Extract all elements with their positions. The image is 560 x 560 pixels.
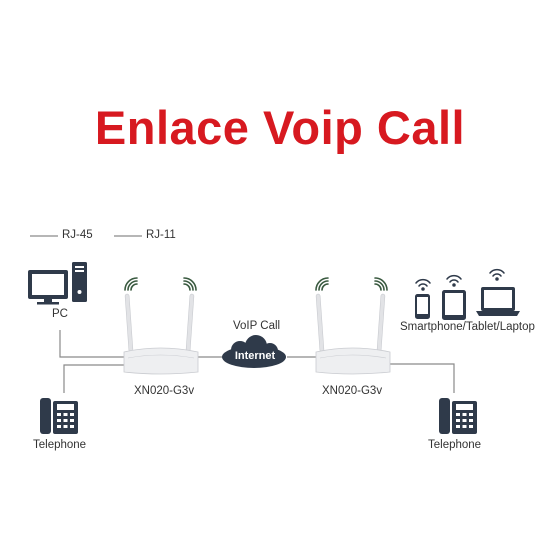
router-right-icon bbox=[315, 293, 391, 375]
smartphone-icon bbox=[415, 294, 430, 319]
laptop-icon bbox=[476, 287, 520, 316]
pc-label: PC bbox=[52, 308, 68, 320]
tablet-icon bbox=[442, 290, 466, 320]
legend-rj45-label: RJ-45 bbox=[62, 229, 93, 241]
telephone-left-label: Telephone bbox=[33, 439, 87, 451]
internet-label: Internet bbox=[234, 350, 276, 362]
legend-rj11-label: RJ-11 bbox=[146, 229, 176, 241]
wifi-left-a-icon bbox=[124, 277, 138, 291]
router-left-icon bbox=[123, 293, 199, 375]
router-right-label: XN020-G3v bbox=[322, 385, 383, 397]
mobile-devices-label: Smartphone/Tablet/Laptop bbox=[400, 321, 535, 333]
page-title: Enlace Voip Call bbox=[94, 101, 466, 154]
router-left-label: XN020-G3v bbox=[134, 385, 195, 397]
wifi-left-b-icon bbox=[183, 277, 197, 291]
internet-cloud-icon bbox=[222, 335, 286, 368]
wifi-devices-icon bbox=[415, 268, 505, 291]
telephone-left-icon bbox=[40, 398, 78, 434]
pc-icon bbox=[28, 262, 87, 305]
voip-call-label: VoIP Call bbox=[233, 320, 281, 332]
connection-lines bbox=[59, 330, 455, 393]
telephone-right-icon bbox=[439, 398, 477, 434]
wifi-right-b-icon bbox=[374, 277, 388, 291]
telephone-right-label: Telephone bbox=[428, 439, 482, 451]
wifi-right-a-icon bbox=[315, 277, 329, 291]
